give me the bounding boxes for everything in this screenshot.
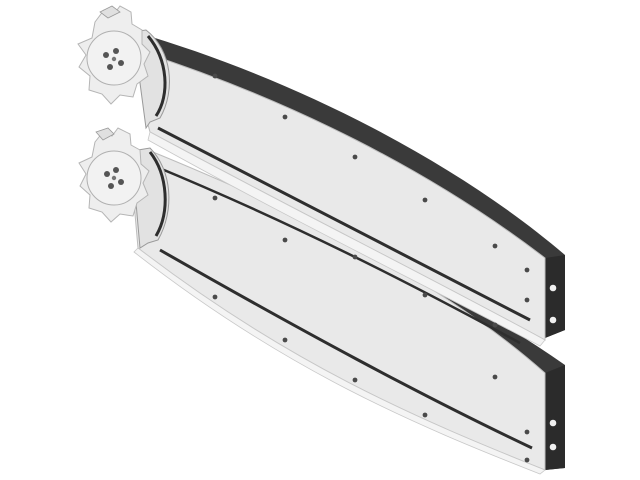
- blade-lower-root-arc: [148, 151, 167, 237]
- blade-upper-under-lip: [147, 131, 546, 347]
- blade-upper-root-arc: [146, 35, 167, 117]
- hub-upper-holes: [103, 48, 124, 70]
- hub-lower: [78, 127, 150, 223]
- hub-upper-top-tab: [99, 5, 121, 19]
- blade-upper-end-cap: [545, 255, 565, 338]
- blade-upper-bolts: [212, 73, 530, 328]
- blade-assembly-upper: [77, 5, 565, 347]
- blade-lower-groove-upper: [151, 163, 521, 345]
- hub-lower-top-tab: [95, 127, 115, 141]
- blade-lower-groove: [159, 248, 533, 450]
- hub-upper: [77, 5, 151, 105]
- blade-lower-bottom-lip: [133, 247, 546, 475]
- blade-upper-dark-edge: [135, 32, 565, 338]
- blade-lower-end-holes: [549, 419, 557, 451]
- blade-lower-end-cap: [545, 365, 565, 470]
- blade-upper-groove: [157, 126, 531, 322]
- blade-assembly-lower: [78, 127, 565, 475]
- blade-upper-end-holes: [549, 284, 557, 324]
- hub-lower-holes: [104, 167, 124, 189]
